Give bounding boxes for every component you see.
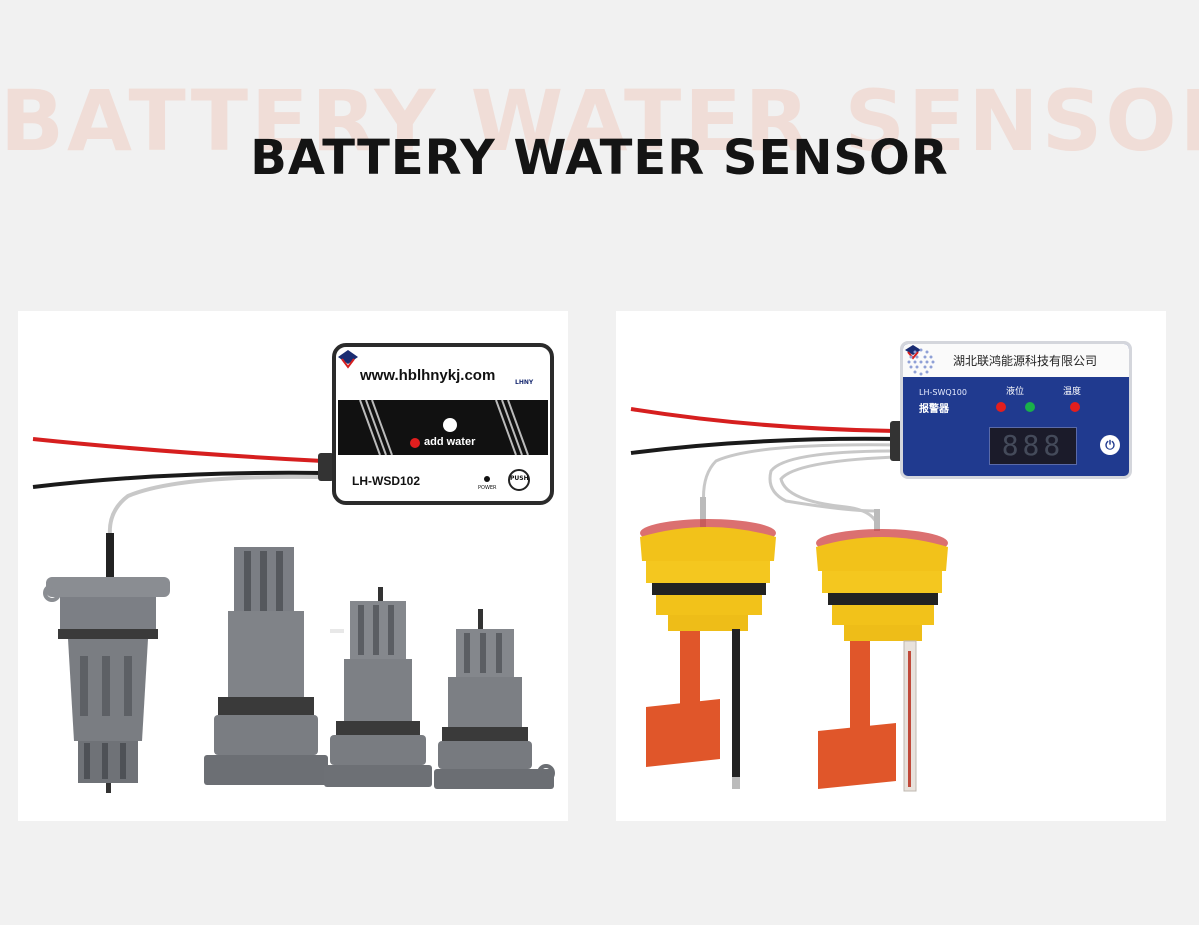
push-label: PUSH [510, 475, 529, 482]
model-label: LH-SWQ100 [919, 388, 967, 397]
lhny-logo-icon [338, 350, 358, 369]
swq100-illustration [630, 407, 948, 792]
probe-long [43, 577, 170, 793]
swq100-controller: 湖北联鸿能源科技有限公司 LH-SWQ100 报警器 液位 温度 888 ⏻ [900, 341, 1132, 479]
device-name-label: 报警器 [919, 404, 949, 415]
add-water-led [410, 438, 420, 448]
company-logo-icon [905, 345, 921, 360]
power-led [484, 476, 490, 482]
level-label: 液位 [1006, 387, 1025, 397]
model-label: LH-WSD102 [352, 474, 421, 488]
wsd102-controller: www.hblhnykj.com LHNY add water LH-WSD10… [332, 343, 554, 505]
wsd102-illustration [32, 437, 555, 793]
indicator-band: add water [338, 400, 548, 455]
temperature-led-red [1070, 402, 1080, 412]
push-button[interactable]: PUSH [508, 469, 530, 491]
yellow-probe-right [816, 509, 948, 792]
product-panel-wsd102: www.hblhnykj.com LHNY add water LH-WSD10… [18, 311, 568, 821]
website-label: www.hblhnykj.com [360, 367, 496, 384]
level-led-red [996, 402, 1006, 412]
power-icon[interactable]: ⏻ [1100, 435, 1120, 455]
temperature-label: 温度 [1063, 387, 1082, 397]
company-name: 湖北联鸿能源科技有限公司 [953, 354, 1098, 368]
probe-short [434, 609, 555, 789]
digital-display: 888 [989, 427, 1077, 465]
add-water-label: add water [424, 436, 476, 448]
logo-text: LHNY [515, 379, 534, 386]
status-led-white [443, 418, 457, 432]
probe-tall [204, 547, 328, 785]
power-label: POWER [478, 485, 497, 491]
background-watermark-title: BATTERY WATER SENSOR [0, 72, 1199, 170]
page-title: BATTERY WATER SENSOR [250, 130, 949, 186]
band-stripes [359, 400, 529, 455]
probe-medium [324, 587, 432, 787]
yellow-probe-left [640, 497, 776, 789]
level-led-green [1025, 402, 1035, 412]
product-panel-swq100: 湖北联鸿能源科技有限公司 LH-SWQ100 报警器 液位 温度 888 ⏻ [616, 311, 1166, 821]
company-header: 湖北联鸿能源科技有限公司 [903, 344, 1129, 377]
buzzer-speaker-icon [907, 348, 935, 376]
